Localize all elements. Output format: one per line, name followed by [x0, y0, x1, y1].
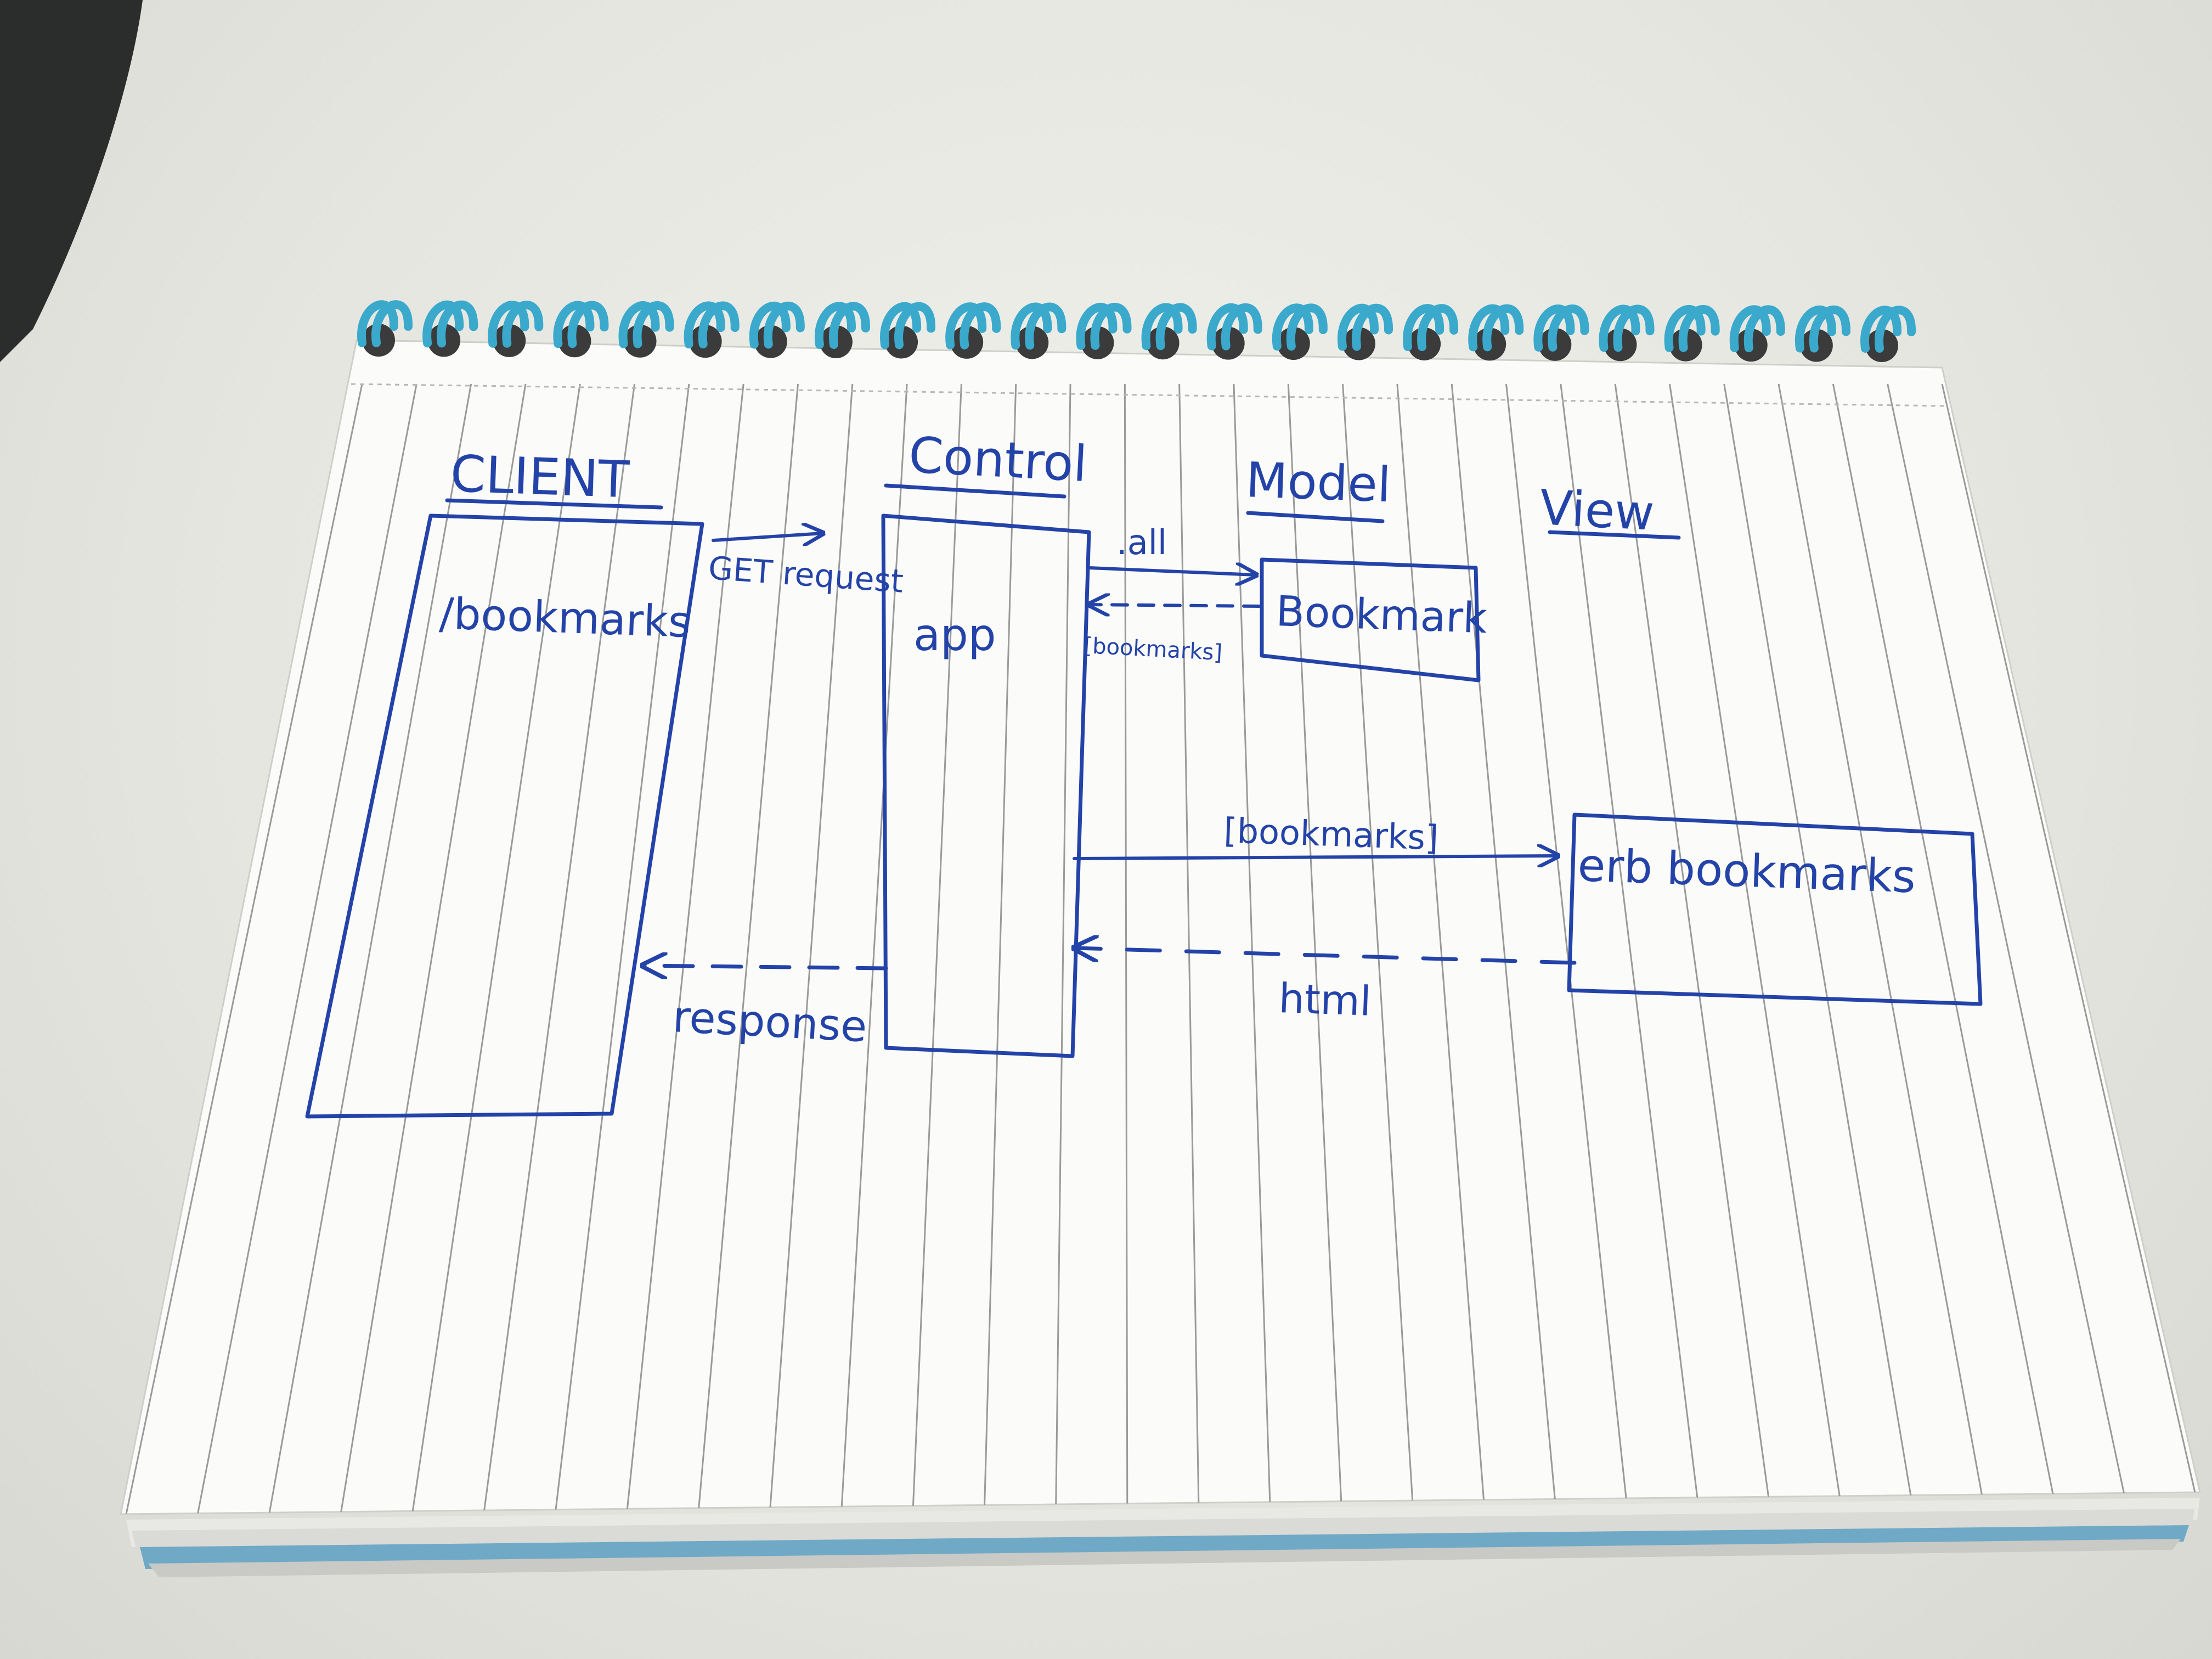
ruled-line — [1451, 383, 1558, 1514]
ruled-line — [840, 383, 908, 1514]
spiral-ring — [749, 301, 805, 358]
spiral-ring — [357, 300, 413, 357]
heading-control: Control — [907, 426, 1088, 493]
all-call-arrow — [1087, 568, 1256, 575]
ruled-line — [1668, 383, 1843, 1514]
spiral-ring — [1076, 303, 1132, 359]
spiral-ring — [1338, 303, 1393, 360]
control-box — [881, 514, 1091, 1058]
sequence-diagram: CLIENT Control Model View /bookmarks GET… — [305, 426, 1983, 1119]
spiral-ring — [488, 301, 544, 357]
ruled-line — [340, 383, 527, 1514]
spiral-ring — [1729, 305, 1785, 362]
control-box-label: app — [913, 610, 996, 661]
spiral-ring — [1206, 303, 1262, 360]
ruled-line — [1560, 383, 1701, 1514]
ruled-line — [483, 383, 636, 1514]
view-box — [1567, 812, 1983, 1006]
ruled-line — [1287, 383, 1343, 1514]
notebook-paper — [120, 339, 2201, 1515]
spiral-ring — [1599, 304, 1655, 362]
spiral-ring — [1272, 303, 1328, 360]
spiral-ring — [1860, 306, 1916, 362]
ruled-line — [1396, 383, 1486, 1514]
heading-control-underline — [884, 483, 1066, 499]
spiral-ring — [814, 302, 870, 359]
client-box-label: /bookmarks — [438, 589, 691, 647]
perforation-line — [351, 383, 1948, 407]
spiral-ring — [1533, 304, 1589, 361]
ruled-line — [912, 383, 962, 1514]
heading-model-underline — [1246, 511, 1385, 523]
client-box — [305, 514, 704, 1119]
ruled-line — [1832, 383, 2058, 1514]
get-request-arrow — [712, 533, 823, 540]
spiral-binding — [357, 300, 1916, 362]
ruled-line — [697, 383, 799, 1514]
heading-view-underline — [1548, 530, 1681, 540]
ruled-line — [769, 383, 854, 1514]
spiral-ring — [422, 300, 478, 357]
spiral-ring — [1468, 304, 1524, 361]
spiral-ring — [880, 302, 936, 359]
ruled-line — [411, 383, 581, 1514]
bookmarks-to-view-label: [bookmarks] — [1223, 810, 1439, 858]
spiral-ring — [1011, 302, 1066, 359]
ruled-line — [983, 383, 1017, 1514]
ruled-line — [1054, 383, 1071, 1514]
model-box-label: Bookmark — [1275, 586, 1488, 642]
view-box-label: erb bookmarks — [1577, 839, 1916, 903]
ruled-line — [268, 383, 472, 1514]
ruled-line — [1614, 383, 1772, 1514]
ruled-line — [1941, 383, 2200, 1514]
html-label: html — [1278, 975, 1372, 1025]
spiral-ring — [684, 301, 740, 358]
spiral-ring — [1664, 304, 1720, 362]
ruled-line — [125, 383, 363, 1514]
spiral-ring — [945, 302, 1001, 359]
spiral-ring — [553, 301, 609, 358]
response-return-arrow — [643, 966, 888, 968]
spiral-ring — [1403, 304, 1459, 360]
all-call-label: .all — [1116, 522, 1167, 562]
ruled-line — [1723, 383, 1915, 1514]
heading-model: Model — [1245, 452, 1392, 513]
spiral-ring — [1141, 303, 1197, 360]
html-return-arrow — [1074, 948, 1577, 965]
spiral-ring — [1795, 305, 1850, 362]
bookmarks-return-arrow — [1089, 605, 1261, 606]
bookmarks-to-view-arrow — [1073, 856, 1558, 859]
response-label: response — [672, 992, 868, 1052]
heading-client-underline — [445, 498, 663, 510]
ruled-line — [1887, 383, 2130, 1514]
ruled-line — [554, 383, 690, 1514]
dark-object-corner — [0, 0, 143, 362]
ruled-line — [1778, 383, 1987, 1514]
model-box — [1260, 557, 1481, 682]
notebook-page-stack — [126, 1498, 2200, 1577]
ruled-line — [196, 383, 417, 1514]
ruled-line — [1505, 383, 1629, 1514]
ruled-line — [1342, 383, 1414, 1514]
heading-client: CLIENT — [449, 444, 630, 509]
spiral-ring — [618, 301, 674, 358]
ruled-line — [625, 383, 744, 1514]
